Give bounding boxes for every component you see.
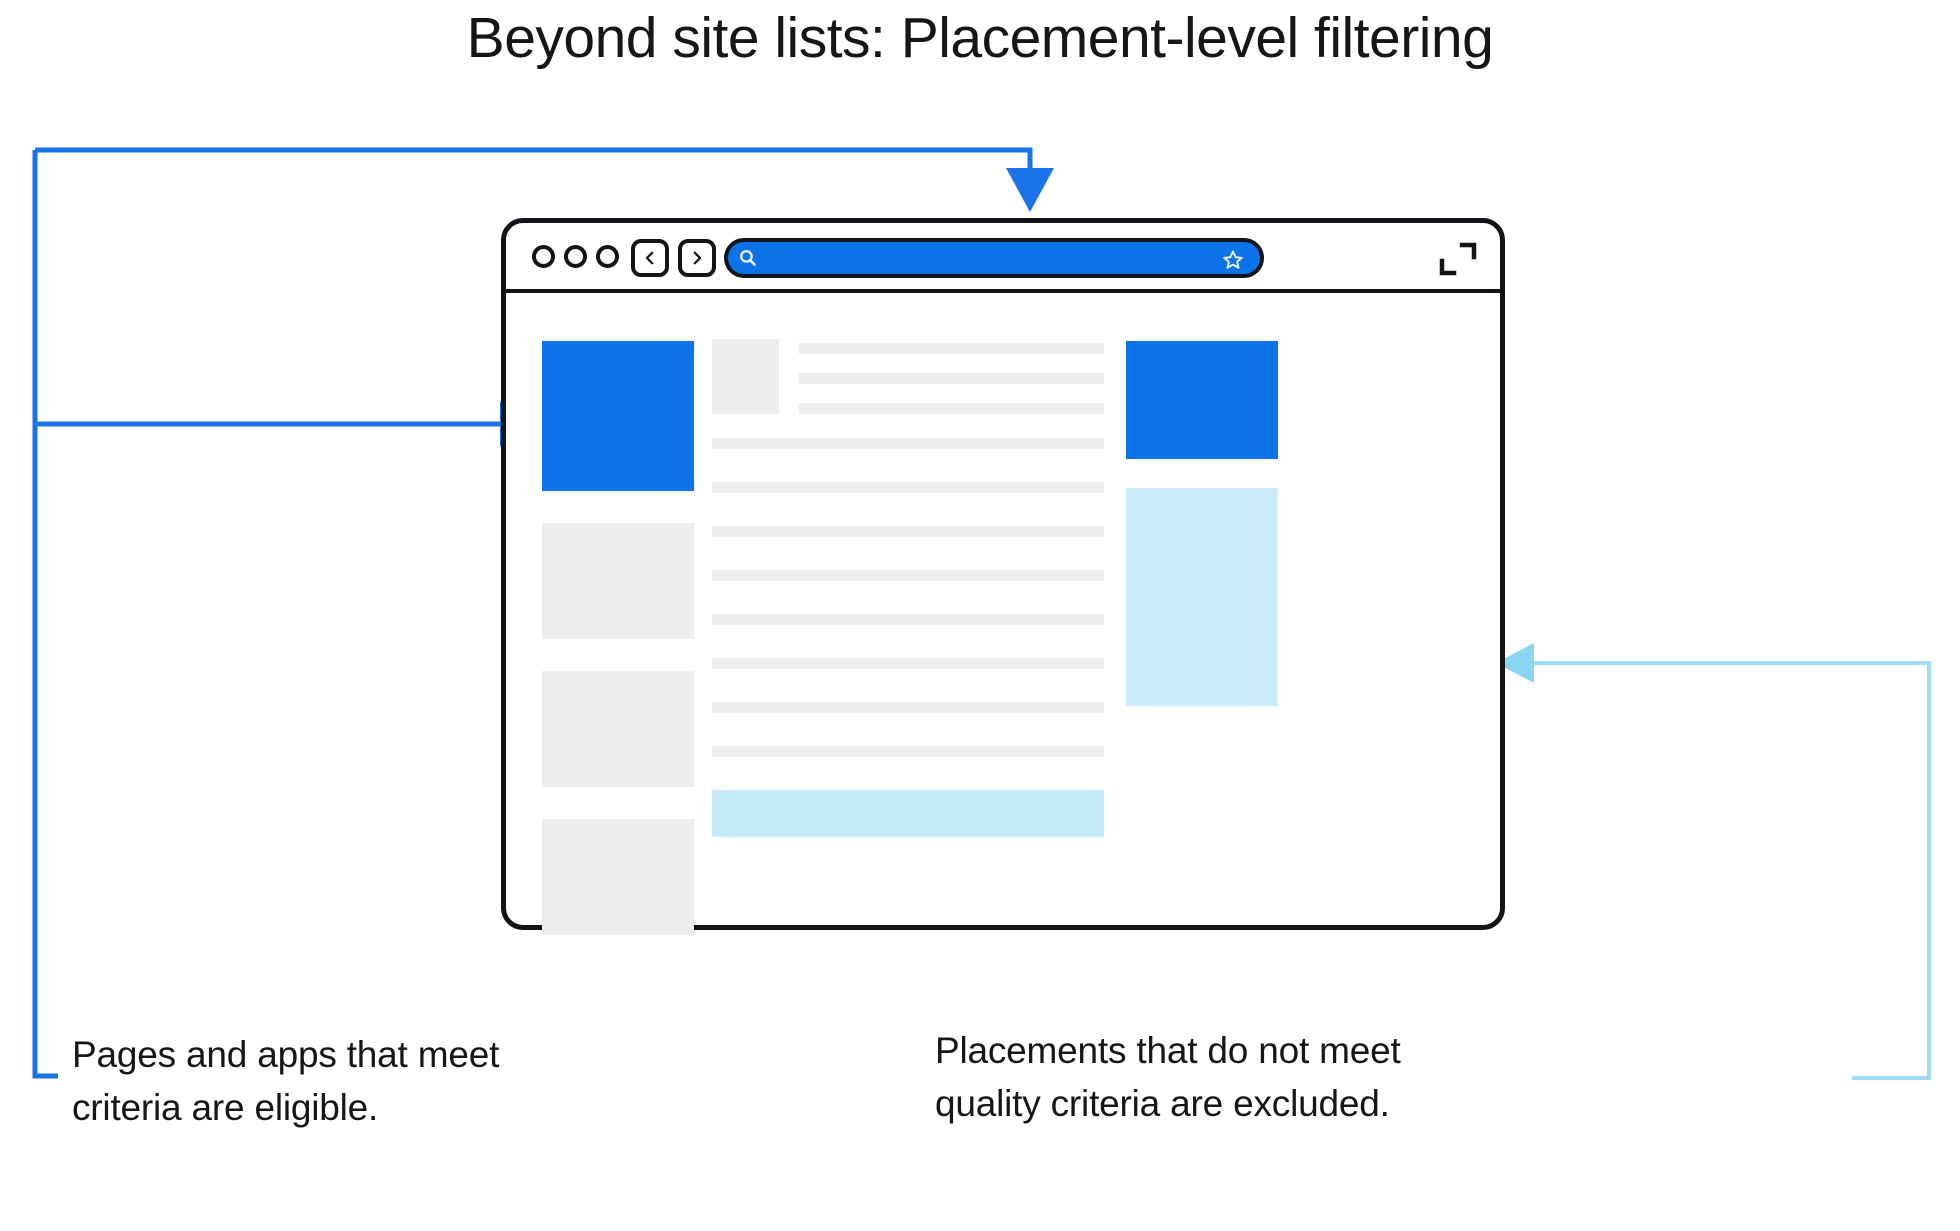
search-icon — [738, 248, 758, 268]
page-main-column — [712, 339, 1104, 837]
callout-left-caption: Pages and apps that meet criteria are el… — [72, 1028, 632, 1134]
window-control-dot-3[interactable] — [596, 245, 619, 268]
left-connector-group — [32, 147, 1054, 1079]
page-title: Beyond site lists: Placement-level filte… — [466, 6, 1494, 70]
text-line — [799, 373, 1104, 384]
text-line — [712, 658, 1104, 669]
chevron-right-icon — [693, 251, 702, 265]
page-right-column — [1126, 341, 1278, 706]
image-placeholder — [712, 339, 779, 414]
text-line — [712, 702, 1104, 713]
window-control-dot-1[interactable] — [532, 245, 555, 268]
text-line — [799, 343, 1104, 354]
callout-right-line1: Placements that do not meet — [935, 1030, 1401, 1071]
browser-window-mock — [501, 218, 1505, 935]
back-button[interactable] — [631, 239, 669, 277]
fullscreen-icon[interactable] — [1438, 239, 1478, 279]
text-line — [712, 570, 1104, 581]
mock-page-body — [506, 293, 1500, 935]
left-ad-slot-eligible — [542, 341, 694, 491]
address-bar[interactable] — [724, 238, 1264, 278]
navigation-buttons[interactable] — [631, 239, 716, 277]
callout-left-line2: criteria are eligible. — [72, 1087, 379, 1128]
star-icon[interactable] — [1222, 249, 1244, 276]
callout-right-line2: quality criteria are excluded. — [935, 1083, 1390, 1124]
right-ad-slot-excluded — [1126, 488, 1278, 706]
text-line — [712, 526, 1104, 537]
article-thumbnail-row — [712, 339, 1104, 414]
forward-button[interactable] — [678, 239, 716, 277]
text-line — [712, 482, 1104, 493]
callout-right-caption: Placements that do not meet quality crit… — [935, 1024, 1555, 1130]
left-placeholder-block-2 — [542, 671, 694, 787]
text-line — [712, 614, 1104, 625]
window-control-dot-2[interactable] — [564, 245, 587, 268]
page-left-column — [542, 341, 694, 967]
right-ad-slot-eligible — [1126, 341, 1278, 459]
browser-chrome-bar — [506, 223, 1500, 293]
text-line — [712, 746, 1104, 757]
thumbnail-text-lines — [799, 339, 1104, 414]
right-connector-group — [1496, 643, 1931, 1080]
chevron-left-icon — [645, 251, 654, 265]
left-placeholder-block-3 — [542, 819, 694, 935]
callout-left-line1: Pages and apps that meet — [72, 1034, 500, 1075]
bottom-ad-slot-excluded — [712, 790, 1104, 837]
window-controls[interactable] — [532, 245, 619, 268]
text-line — [799, 403, 1104, 414]
left-placeholder-block-1 — [542, 523, 694, 639]
text-line — [712, 438, 1104, 449]
